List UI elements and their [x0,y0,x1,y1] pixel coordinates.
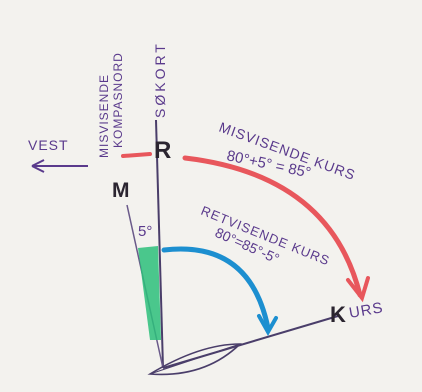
true-north-line [155,119,164,369]
misvisende-kompasnord-line2: KOMPASNORD [111,52,125,148]
misvisende-kurs-arrowhead [346,276,370,303]
deviation-wedge [138,246,161,340]
retvisende-kurs-arrowhead [257,314,278,337]
retvisende-kurs-arc [161,246,271,331]
deviation-label: 5° [138,223,152,240]
diagram-lines [31,119,339,369]
k-label: K [330,302,346,327]
boat-keel [149,343,241,375]
course-line [162,315,339,369]
sokort-label: SØKORT [152,41,168,118]
r-label: R [154,137,171,164]
red-segment [121,152,152,158]
misvisende-kompasnord-line1: MISVISENDE [97,74,111,158]
vest-arrowhead [31,159,45,173]
misvisende-kurs-arc [182,155,363,298]
vest-label: VEST [28,137,69,153]
urs-label: URS [348,299,385,322]
m-label: M [112,179,130,202]
